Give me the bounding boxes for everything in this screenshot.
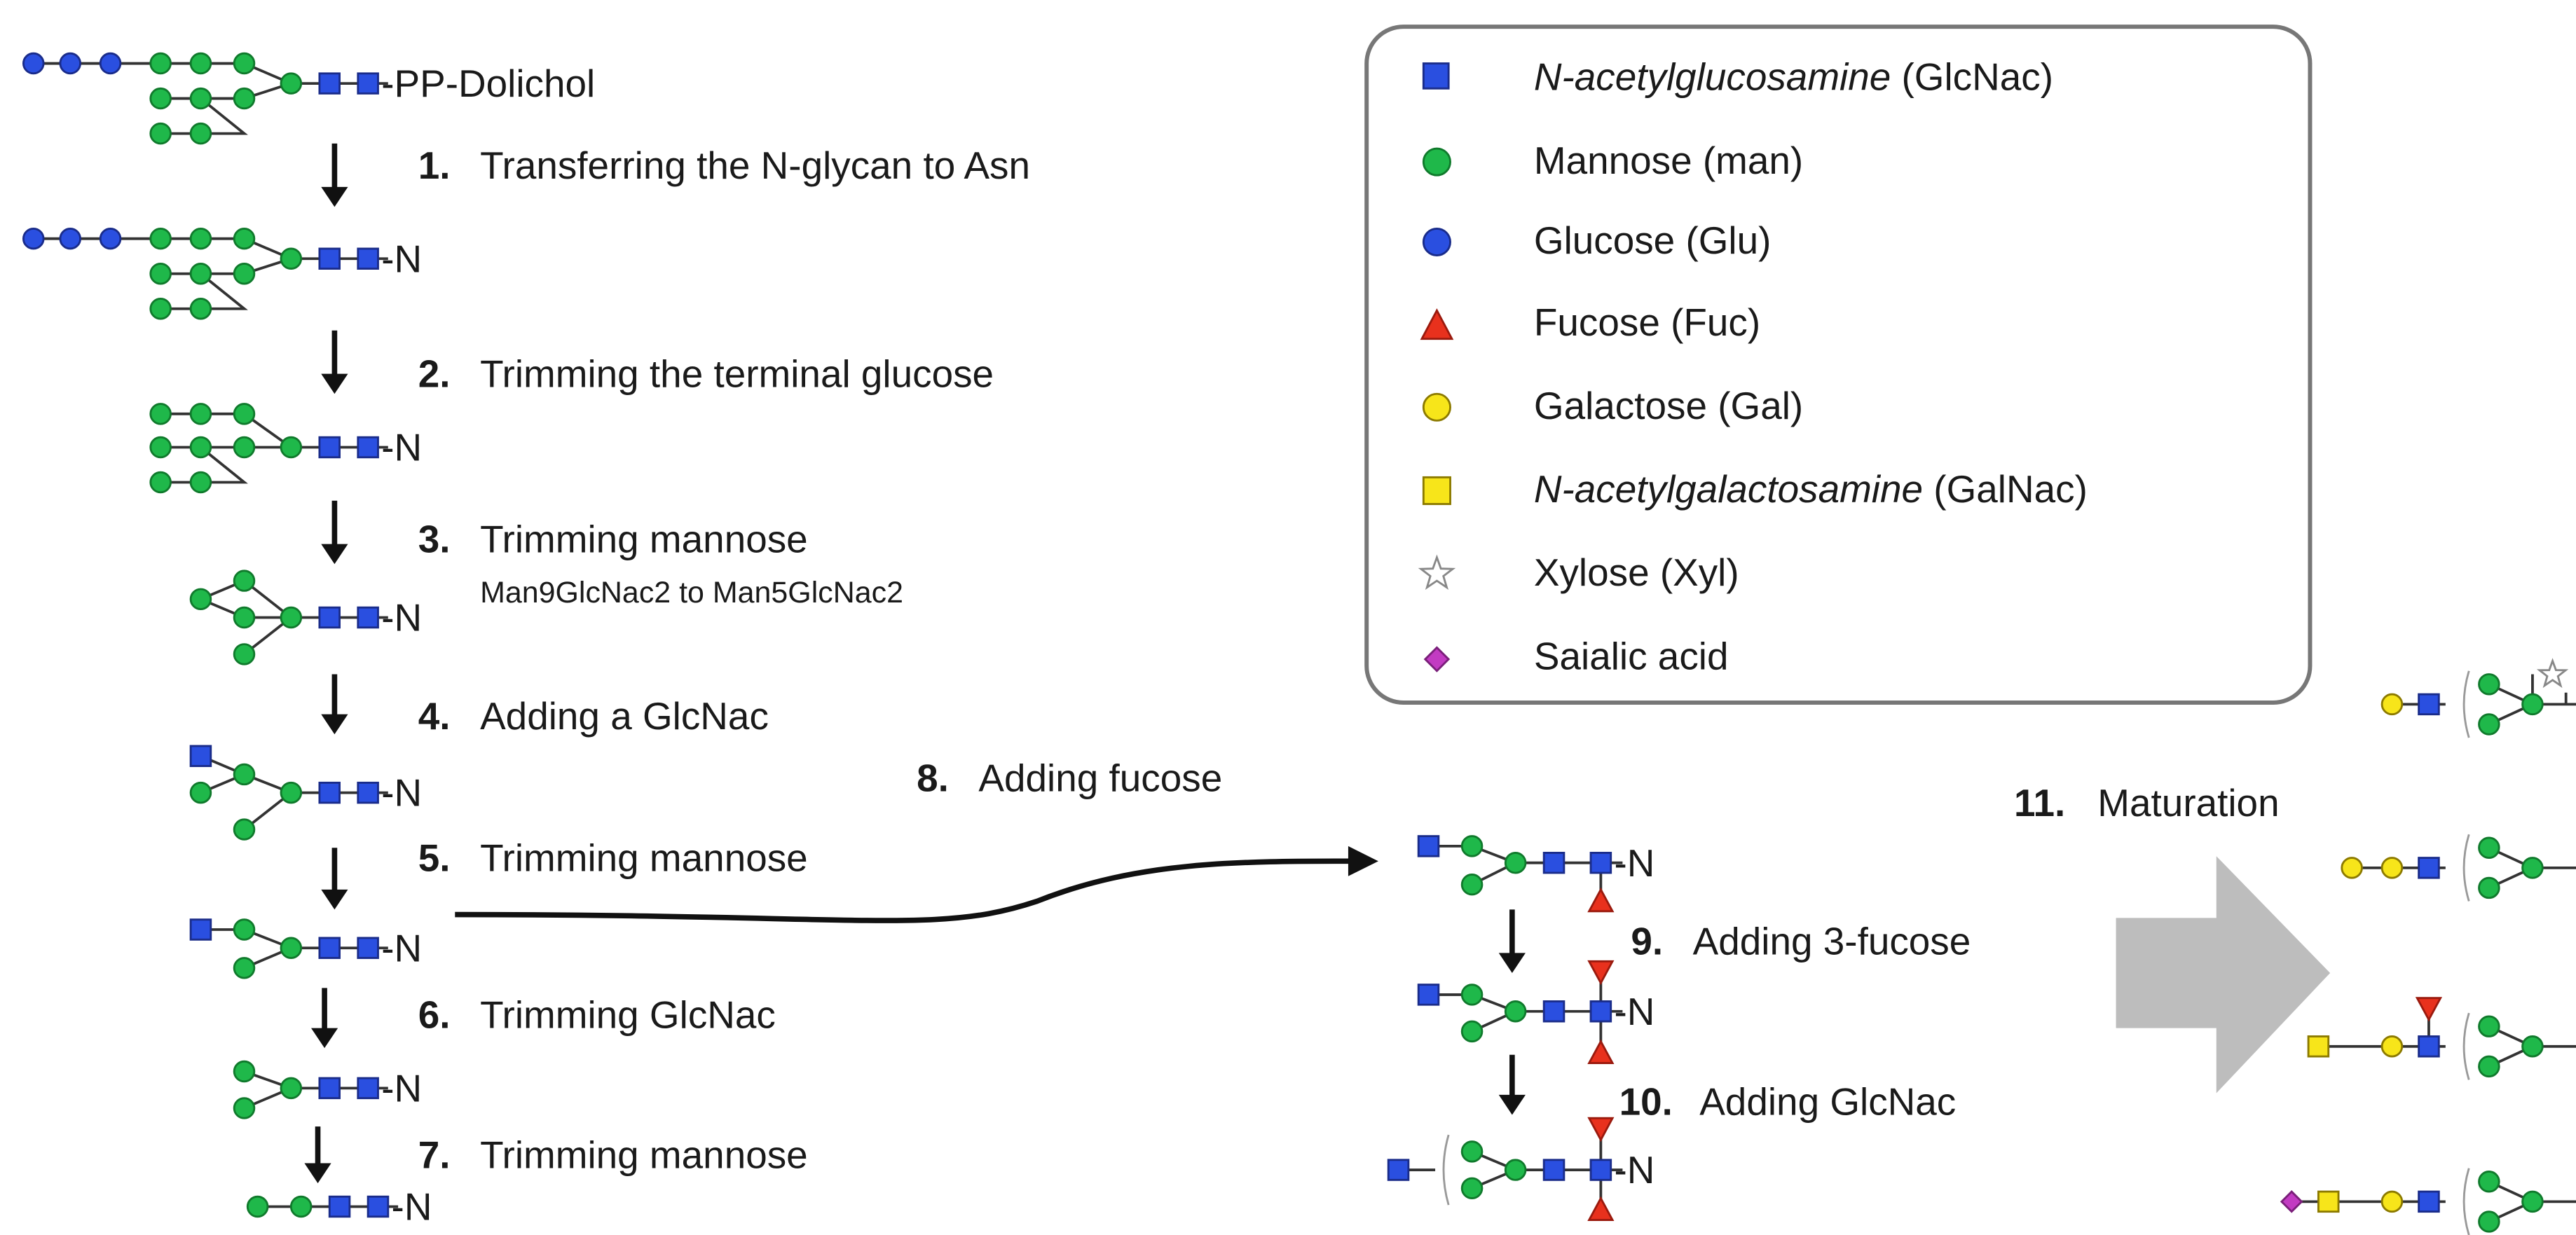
- legend-item-glucose: Glucose (Glu): [1422, 219, 1772, 262]
- step-1-label: 1. Transferring the N-glycan to Asn: [418, 144, 1030, 187]
- svg-text:Adding 3-fucose: Adding 3-fucose: [1693, 920, 1971, 963]
- svg-text:11.: 11.: [2014, 781, 2065, 825]
- svg-text:Adding fucose: Adding fucose: [978, 756, 1222, 799]
- svg-text:5.: 5.: [418, 836, 451, 880]
- arrow-step-3: [321, 500, 348, 565]
- step-3-label: 3. Trimming mannose Man9GlcNac2 to Man5G…: [418, 518, 903, 609]
- arrow-step-6: [310, 988, 338, 1049]
- glycan-structure-5: -N: [189, 745, 422, 841]
- mature-glycan-2: [2341, 834, 2576, 902]
- glycan-structure-8: -N: [246, 1185, 432, 1229]
- step-8-label: 8. Adding fucose: [917, 756, 1222, 799]
- svg-text:2.: 2.: [418, 352, 451, 396]
- svg-text:Glucose (Glu): Glucose (Glu): [1534, 219, 1772, 262]
- glycan-structure-1: -PP-Dolichol: [22, 52, 595, 145]
- arrow-step-5: [321, 848, 348, 910]
- legend-item-mannose: Mannose (man): [1422, 139, 1803, 182]
- arrow-step-1: [321, 143, 348, 207]
- svg-text:Fucose (Fuc): Fucose (Fuc): [1534, 301, 1760, 344]
- svg-text:Maturation: Maturation: [2097, 781, 2279, 825]
- step-2-label: 2. Trimming the terminal glucose: [418, 352, 994, 396]
- step-5-label: 5. Trimming mannose: [418, 836, 808, 880]
- arrow-step-4: [321, 674, 348, 735]
- svg-text:8.: 8.: [917, 756, 949, 799]
- svg-text:Trimming GlcNac: Trimming GlcNac: [480, 993, 776, 1037]
- glycan-structure-10: -N: [1417, 960, 1654, 1065]
- svg-text:Saialic acid: Saialic acid: [1534, 634, 1729, 677]
- blue-circle-icon: [1422, 227, 1451, 256]
- svg-text:Adding a GlcNac: Adding a GlcNac: [480, 694, 769, 738]
- step-10-label: 10. Adding GlcNac: [1619, 1080, 1957, 1124]
- asn-label: -N: [381, 237, 422, 280]
- star-icon: [1418, 554, 1456, 591]
- legend-item-xylose: Xylose (Xyl): [1418, 551, 1739, 594]
- legend-item-galactose: Galactose (Gal): [1422, 384, 1803, 427]
- asn-label: -N: [1614, 841, 1654, 885]
- legend: N-acetylglucosamine (GlcNac) Mannose (ma…: [1364, 25, 2313, 705]
- arrow-step-9: [1498, 909, 1526, 973]
- glycan-structure-4: -N: [189, 570, 422, 665]
- svg-text:N-acetylgalactosamine (GalNac): N-acetylgalactosamine (GalNac): [1534, 467, 2088, 511]
- legend-item-glcnac: N-acetylglucosamine (GlcNac): [1422, 55, 2053, 99]
- legend-item-sialic-acid: Saialic acid: [1423, 634, 1729, 677]
- svg-text:Trimming mannose: Trimming mannose: [480, 518, 808, 561]
- glycan-structure-2: -N: [22, 227, 422, 320]
- asn-label: -N: [381, 596, 422, 640]
- step-9-label: 9. Adding 3-fucose: [1631, 920, 1971, 963]
- svg-text:6.: 6.: [418, 993, 451, 1037]
- glycan-structure-3: -N: [149, 403, 422, 494]
- legend-item-fucose: Fucose (Fuc): [1420, 301, 1760, 344]
- svg-text:Xylose (Xyl): Xylose (Xyl): [1534, 551, 1739, 594]
- svg-text:N-acetylglucosamine (GlcNac): N-acetylglucosamine (GlcNac): [1534, 55, 2053, 99]
- asn-label: -N: [381, 771, 422, 815]
- red-triangle-icon: [1420, 308, 1454, 340]
- svg-text:9.: 9.: [1631, 920, 1663, 963]
- asn-label: -N: [1614, 1148, 1654, 1192]
- step-4-label: 4. Adding a GlcNac: [418, 694, 769, 738]
- yellow-square-icon: [1422, 476, 1451, 505]
- dolichol-label: -PP-Dolichol: [381, 62, 595, 105]
- step-6-label: 6. Trimming GlcNac: [418, 993, 776, 1037]
- arrow-step-10: [1498, 1054, 1526, 1115]
- svg-text:Man9GlcNac2 to Man5GlcNac2: Man9GlcNac2 to Man5GlcNac2: [480, 576, 903, 609]
- mature-glycan-4: [2280, 1168, 2576, 1235]
- svg-text:Trimming the terminal glucose: Trimming the terminal glucose: [480, 352, 994, 396]
- arrow-step-2: [321, 330, 348, 394]
- glycan-structure-9: -N: [1417, 835, 1654, 913]
- magenta-diamond-icon: [1423, 646, 1451, 672]
- svg-text:Adding GlcNac: Adding GlcNac: [1699, 1080, 1956, 1124]
- glycan-structure-6: -N: [189, 918, 422, 979]
- asn-label: -N: [381, 926, 422, 970]
- svg-text:3.: 3.: [418, 518, 451, 561]
- svg-text:Galactose (Gal): Galactose (Gal): [1534, 384, 1803, 427]
- legend-item-galnac: N-acetylgalactosamine (GalNac): [1422, 467, 2088, 511]
- step-11-label: 11. Maturation: [2014, 781, 2280, 825]
- green-circle-icon: [1422, 147, 1451, 177]
- glycan-structure-11: -N: [1387, 1117, 1654, 1221]
- asn-label: -N: [392, 1185, 432, 1229]
- svg-text:Mannose (man): Mannose (man): [1534, 139, 1803, 182]
- asn-label: -N: [1614, 990, 1654, 1033]
- asn-label: -N: [381, 426, 422, 469]
- svg-text:10.: 10.: [1619, 1080, 1673, 1124]
- blue-square-icon: [1422, 62, 1450, 90]
- maturation-arrow: [2116, 856, 2331, 1093]
- svg-text:4.: 4.: [418, 694, 451, 738]
- arrow-step-8: [455, 846, 1378, 923]
- glycan-structure-7: -N: [233, 1060, 422, 1119]
- mature-glycan-1: [2380, 658, 2576, 738]
- mature-glycan-3: [2307, 997, 2576, 1080]
- svg-text:Transferring the N-glycan to A: Transferring the N-glycan to Asn: [480, 144, 1030, 187]
- arrow-step-7: [304, 1126, 331, 1184]
- step-7-label: 7. Trimming mannose: [418, 1133, 808, 1177]
- yellow-circle-icon: [1422, 392, 1451, 422]
- asn-label: -N: [381, 1066, 422, 1110]
- svg-text:Trimming mannose: Trimming mannose: [480, 1133, 808, 1177]
- svg-text:1.: 1.: [418, 144, 451, 187]
- svg-text:Trimming mannose: Trimming mannose: [480, 836, 808, 880]
- svg-text:7.: 7.: [418, 1133, 451, 1177]
